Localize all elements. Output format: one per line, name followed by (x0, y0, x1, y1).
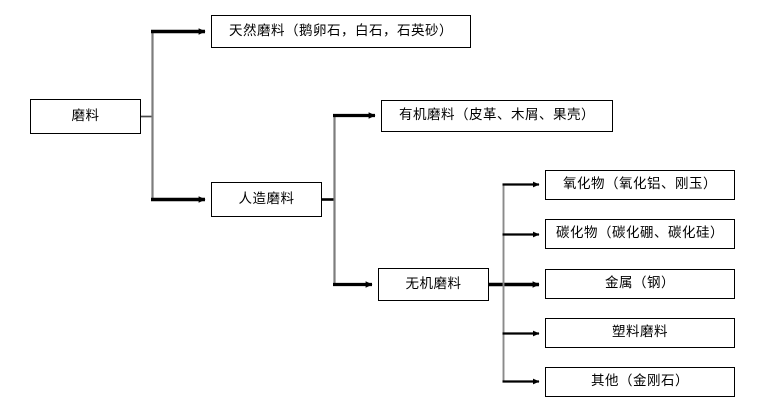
node-metal-label: 金属（钢） (605, 275, 675, 292)
node-synthetic-abrasive-label: 人造磨料 (238, 190, 295, 207)
node-organic-abrasive-label: 有机磨料（皮革、木屑、果壳） (399, 107, 595, 124)
node-root[interactable]: 磨料 (30, 99, 141, 134)
node-natural-abrasive[interactable]: 天然磨料（鹅卵石，白石，石英砂） (211, 15, 471, 48)
node-oxide-label: 氧化物（氧化铝、刚玉） (563, 176, 717, 193)
node-other[interactable]: 其他（金刚石） (545, 367, 735, 397)
node-metal[interactable]: 金属（钢） (545, 269, 735, 299)
node-root-label: 磨料 (71, 107, 100, 124)
node-oxide[interactable]: 氧化物（氧化铝、刚玉） (545, 170, 735, 200)
node-natural-abrasive-label: 天然磨料（鹅卵石，白石，石英砂） (229, 22, 453, 39)
node-carbide-label: 碳化物（碳化硼、碳化硅） (556, 225, 724, 242)
node-plastic-abrasive[interactable]: 塑料磨料 (545, 318, 735, 348)
node-carbide[interactable]: 碳化物（碳化硼、碳化硅） (545, 219, 735, 249)
node-plastic-abrasive-label: 塑料磨料 (612, 324, 668, 341)
node-synthetic-abrasive[interactable]: 人造磨料 (211, 182, 322, 217)
node-inorganic-abrasive-label: 无机磨料 (405, 275, 462, 292)
node-other-label: 其他（金刚石） (591, 373, 689, 390)
node-organic-abrasive[interactable]: 有机磨料（皮革、木屑、果壳） (381, 100, 613, 132)
node-inorganic-abrasive[interactable]: 无机磨料 (378, 268, 489, 301)
